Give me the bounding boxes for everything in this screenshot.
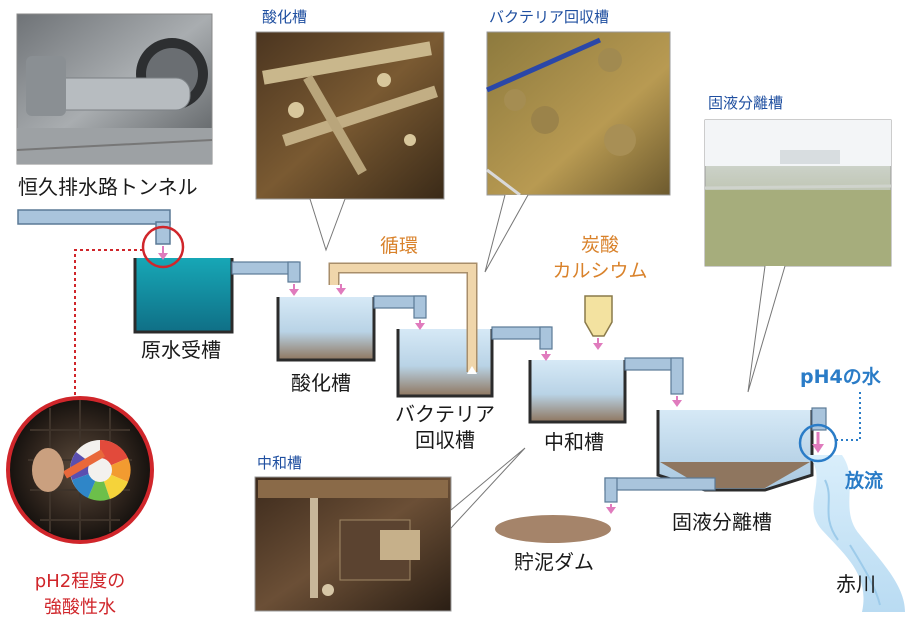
tunnel-photo bbox=[16, 13, 213, 165]
carbonate-label-line1: 炭酸 bbox=[580, 234, 619, 256]
separation-tank-label: 固液分離槽 bbox=[672, 510, 772, 534]
river bbox=[808, 455, 905, 612]
sludge-dam bbox=[495, 515, 611, 543]
ph2-label-line2: 強酸性水 bbox=[44, 597, 116, 618]
neutral-photo-title: 中和槽 bbox=[257, 454, 303, 472]
bacteria-tank-label-line1: バクテリア bbox=[395, 402, 495, 426]
circulation-label: 循環 bbox=[380, 235, 419, 257]
ph2-label-line1: pH2程度の bbox=[34, 571, 126, 592]
raw-tank-label: 原水受槽 bbox=[141, 338, 221, 362]
separation-tank bbox=[604, 407, 827, 503]
bacteria-tank-label-line2: 回収槽 bbox=[415, 428, 475, 452]
neutral-photo bbox=[254, 476, 452, 612]
neutral-tank bbox=[528, 357, 684, 424]
tunnel-pipe bbox=[17, 209, 171, 245]
circulation-pipe bbox=[328, 262, 478, 374]
neutral-tank-label: 中和槽 bbox=[544, 430, 604, 454]
oxidation-tank-label: 酸化槽 bbox=[291, 371, 351, 395]
separation-photo bbox=[704, 119, 892, 267]
ph4-label: pH4の水 bbox=[800, 366, 881, 388]
ph-test-inset bbox=[6, 396, 154, 544]
inlet-highlight bbox=[74, 225, 185, 398]
flow-arrows bbox=[158, 246, 824, 514]
discharge-label: 放流 bbox=[845, 470, 884, 492]
raw-water-tank bbox=[133, 258, 301, 334]
carbonate-label-line2: カルシウム bbox=[552, 260, 648, 282]
sludge-dam-label: 貯泥ダム bbox=[514, 550, 594, 574]
oxidation-photo bbox=[255, 31, 445, 200]
separation-photo-title: 固液分離槽 bbox=[708, 94, 784, 112]
bacteria-photo bbox=[485, 31, 671, 197]
river-label: 赤川 bbox=[836, 572, 876, 596]
oxidation-photo-title: 酸化槽 bbox=[262, 8, 308, 26]
outlet-highlight bbox=[798, 392, 861, 463]
tunnel-label: 恒久排水路トンネル bbox=[18, 175, 198, 199]
carbonate-hopper bbox=[584, 295, 613, 337]
bacteria-photo-title: バクテリア回収槽 bbox=[489, 8, 610, 26]
callout-lines bbox=[309, 194, 786, 529]
oxidation-tank bbox=[276, 295, 427, 362]
